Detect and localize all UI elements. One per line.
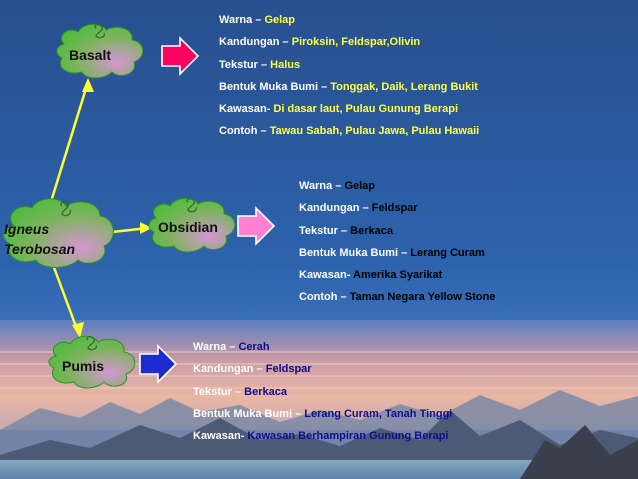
info-key: Bentuk Muka Bumi – [299,246,411,259]
info-value: Cerah [238,341,270,353]
info-key: Contoh – [219,125,270,138]
obsidian-block-arrow [237,206,276,246]
info-key: Kandungan – [219,36,292,49]
info-key: Tekstur – [299,224,351,237]
info-value: Kawasan Berhampiran Gunung Berapi [247,430,449,443]
info-key: Kawasan- [299,269,354,282]
info-value: Piroksin, Feldspar,Olivin [291,36,421,49]
pumis-info-row: Kawasan- Kawasan Berhampiran Gunung Bera… [193,425,452,447]
info-value: Berkaca [244,385,287,398]
info-key: Kandungan – [193,363,266,376]
obsidian-info-row: Tekstur – Berkaca [299,220,495,242]
obsidian-info-row: Warna – Gelap [299,175,495,197]
info-value: Gelap [344,180,376,192]
connector-arrowhead-basalt [82,78,94,92]
info-value: Di dasar laut, Pulau Gunung Berapi [273,103,459,116]
basalt-block-arrow [161,36,200,76]
pumis-node-label: Pumis [62,358,105,374]
info-key: Bentuk Muka Bumi – [219,80,331,93]
info-value: Gelap [264,14,296,26]
obsidian-info-row: Kawasan- Amerika Syarikat [299,264,495,286]
info-key: Warna – [299,180,345,192]
basalt-info-row: Kawasan- Di dasar laut, Pulau Gunung Ber… [219,98,479,120]
info-value: Berkaca [350,224,393,237]
info-value: Lerang Curam, Tanah Tinggi [304,407,453,420]
info-key: Kandungan – [299,202,372,215]
info-value: Feldspar [371,202,418,215]
info-key: Warna – [219,14,265,26]
basalt-node-label: Basalt [69,47,112,63]
pumis-info-row: Warna – Cerah [193,336,452,358]
pumis-info-row: Bentuk Muka Bumi – Lerang Curam, Tanah T… [193,403,452,425]
root-node-label: Igneus Terobosan [4,219,75,259]
info-key: Warna – [193,341,239,353]
connector-to-pumis [50,261,80,333]
obsidian-info-row: Contoh – Taman Negara Yellow Stone [299,286,495,308]
info-value: Lerang Curam [410,246,485,259]
connector-arrowhead-pumis [72,322,84,338]
obsidian-node-label: Obsidian [158,219,218,235]
pumis-info-row: Kandungan – Feldspar [193,358,452,380]
info-value: Tawau Sabah, Pulau Jawa, Pulau Hawaii [269,125,480,138]
info-value: Taman Negara Yellow Stone [349,291,496,304]
obsidian-cloud-shape [148,197,236,253]
connector-arrowhead-obsidian [140,222,152,234]
obsidian-info-row: Bentuk Muka Bumi – Lerang Curam [299,242,495,264]
info-key: Tekstur – [219,58,271,71]
pumis-info-row: Tekstur – Berkaca [193,381,452,403]
connector-to-basalt [48,81,90,206]
root-cloud-shape [3,198,114,268]
info-key: Bentuk Muka Bumi – [193,407,305,420]
info-value: Amerika Syarikat [353,269,443,282]
basalt-info-row: Warna – Gelap [219,9,479,31]
pumis-block-arrow [139,344,178,384]
obsidian-info-row: Kandungan – Feldspar [299,197,495,219]
info-value: Feldspar [265,363,312,376]
info-key: Contoh – [299,291,350,304]
root-node-line1: Igneus [4,221,50,237]
basalt-info-row: Contoh – Tawau Sabah, Pulau Jawa, Pulau … [219,120,479,142]
info-value: Halus [270,58,301,71]
basalt-info-row: Kandungan – Piroksin, Feldspar,Olivin [219,31,479,53]
info-value: Tonggak, Daik, Lerang Bukit [330,80,478,93]
basalt-cloud-shape [56,23,144,79]
basalt-info-row: Bentuk Muka Bumi – Tonggak, Daik, Lerang… [219,76,479,98]
root-node-line2: Terobosan [4,241,76,257]
info-key: Tekstur – [193,385,245,398]
pumis-cloud-shape [48,335,136,389]
info-key: Kawasan- [219,103,274,116]
basalt-info-row: Tekstur – Halus [219,54,479,76]
info-key: Kawasan- [193,430,248,443]
